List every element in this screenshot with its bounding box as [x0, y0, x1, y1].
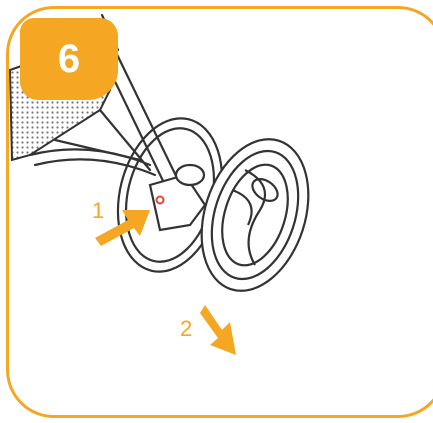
step-number-badge: 6	[20, 18, 118, 100]
pull-arrow	[200, 305, 236, 355]
release-button-marker	[155, 195, 165, 205]
pull-step-label: 2	[180, 316, 193, 341]
front-wheel	[200, 138, 310, 292]
wheel-hub	[148, 163, 207, 232]
press-step-label: 1	[92, 198, 105, 223]
press-arrow	[95, 210, 150, 246]
